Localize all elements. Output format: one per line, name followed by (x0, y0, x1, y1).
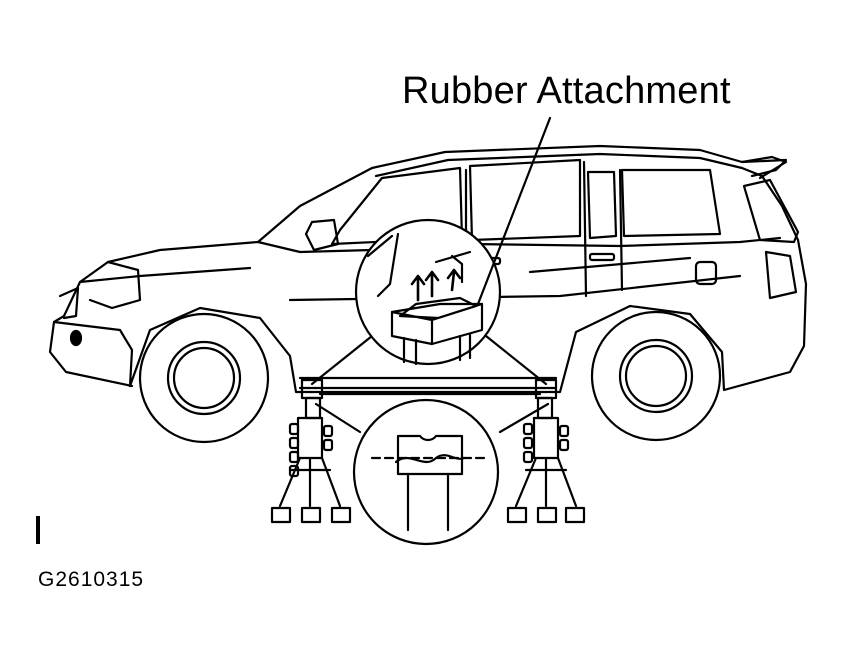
lift-beam (300, 378, 556, 394)
rubber-attachment-label: Rubber Attachment (402, 70, 731, 112)
callout-leader-line (478, 118, 550, 304)
jack-stand-left (272, 380, 350, 522)
stand-saddle-detail (316, 400, 548, 544)
front-wheel (140, 314, 268, 442)
figure-mark (36, 516, 40, 544)
jack-stand-right (508, 380, 584, 522)
rear-wheel (592, 312, 720, 440)
rubber-attachment-detail (312, 220, 546, 384)
figure-code: G2610315 (38, 568, 145, 591)
